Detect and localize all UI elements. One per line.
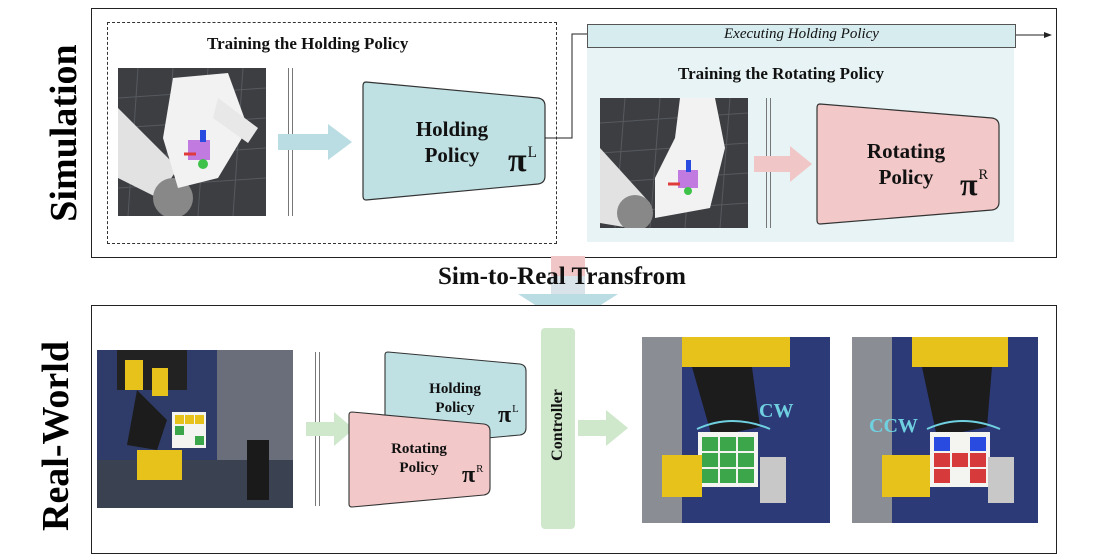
real-ccw-photo	[852, 337, 1038, 523]
sim-rotating-policy-label: Rotating Policy	[866, 139, 946, 190]
executing-holding-bar	[587, 24, 1016, 48]
real-holding-policy-symbol: πL	[498, 402, 519, 428]
real-holding-policy-label: Holding Policy	[429, 381, 481, 416]
sim-holding-policy-label: Holding Policy	[415, 117, 489, 168]
simulation-side-label: Simulation	[43, 44, 85, 222]
real-arrow-to-policies	[306, 412, 354, 446]
sim-holding-image	[118, 68, 266, 216]
ccw-label: CCW	[869, 415, 918, 437]
sim-rotating-policy-symbol: πR	[960, 166, 989, 202]
real-world-side-label: Real-World	[35, 341, 77, 531]
sim-arrow-holding	[278, 124, 352, 160]
real-rotating-policy-shape	[348, 411, 491, 508]
real-rotating-policy-symbol: πR	[462, 462, 484, 488]
controller-bar	[541, 328, 575, 529]
holding-training-title: Training the Holding Policy	[207, 34, 409, 53]
rotating-training-title: Training the Rotating Policy	[678, 64, 885, 83]
executing-holding-label: Executing Holding Policy	[724, 26, 879, 42]
real-setup-photo	[97, 350, 293, 508]
real-rotating-policy-label: Rotating Policy	[391, 441, 447, 476]
controller-arrow	[578, 410, 628, 446]
executing-connector-line	[545, 32, 1052, 139]
sim-rotating-policy-shape	[816, 103, 1000, 225]
sim-to-real-label: Sim-to-Real Transfrom	[438, 263, 686, 290]
sim-holding-policy-symbol: πL	[508, 142, 537, 179]
controller-label: Controller	[549, 389, 566, 461]
real-cw-photo	[642, 337, 830, 523]
holding-training-box	[107, 22, 557, 244]
sim-holding-policy-shape	[362, 81, 546, 201]
cw-label: CW	[759, 400, 794, 422]
sim-rotating-image	[600, 98, 748, 228]
sim-arrow-rotating	[754, 146, 812, 182]
